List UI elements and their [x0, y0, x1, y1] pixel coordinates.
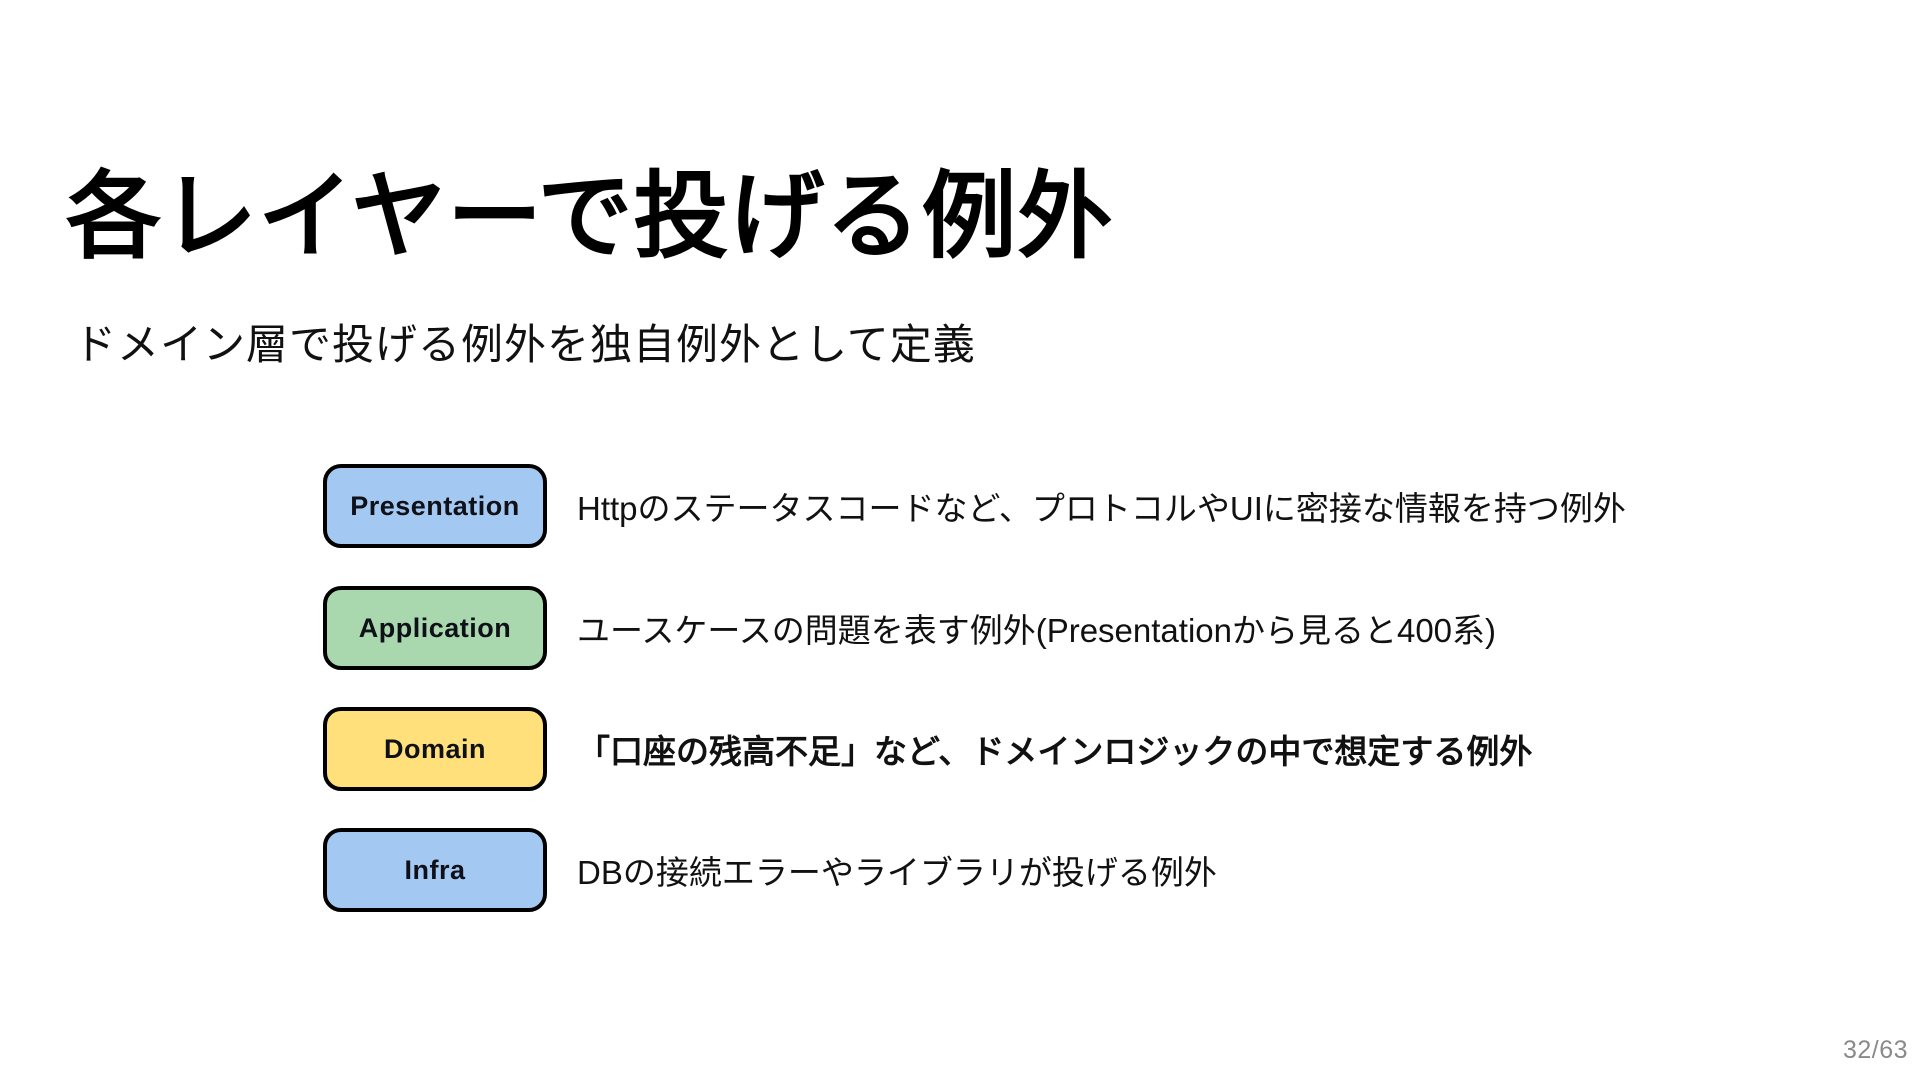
layer-label-application: Application — [358, 612, 512, 643]
layer-row-infra: Infra DBの接続エラーやライブラリが投げる例外 — [323, 828, 1217, 912]
layer-description-infra: DBの接続エラーやライブラリが投げる例外 — [577, 854, 1217, 891]
layer-description-application: ユースケースの問題を表す例外(Presentationから見ると400系) — [577, 612, 1497, 649]
layer-box-infra: Infra — [323, 828, 547, 912]
slide-title: 各レイヤーで投げる例外 — [66, 164, 1114, 270]
layer-box-application: Application — [323, 586, 547, 670]
page-number: 32/63 — [1842, 1036, 1908, 1064]
layer-row-domain: Domain 「口座の残高不足」など、ドメインロジックの中で想定する例外 — [323, 707, 1532, 791]
layer-row-presentation: Presentation Httpのステータスコードなど、プロトコルやUIに密接… — [323, 464, 1626, 548]
layer-box-presentation: Presentation — [323, 464, 547, 548]
layer-description-presentation: Httpのステータスコードなど、プロトコルやUIに密接な情報を持つ例外 — [577, 490, 1626, 527]
layer-description-domain: 「口座の残高不足」など、ドメインロジックの中で想定する例外 — [577, 733, 1533, 770]
layer-label-presentation: Presentation — [350, 490, 520, 521]
layer-label-infra: Infra — [404, 854, 466, 885]
layer-row-application: Application ユースケースの問題を表す例外(Presentationか… — [323, 586, 1496, 670]
layer-label-domain: Domain — [383, 733, 486, 764]
slide-subtitle: ドメイン層で投げる例外を独自例外として定義 — [74, 321, 976, 368]
layer-box-domain: Domain — [323, 707, 547, 791]
